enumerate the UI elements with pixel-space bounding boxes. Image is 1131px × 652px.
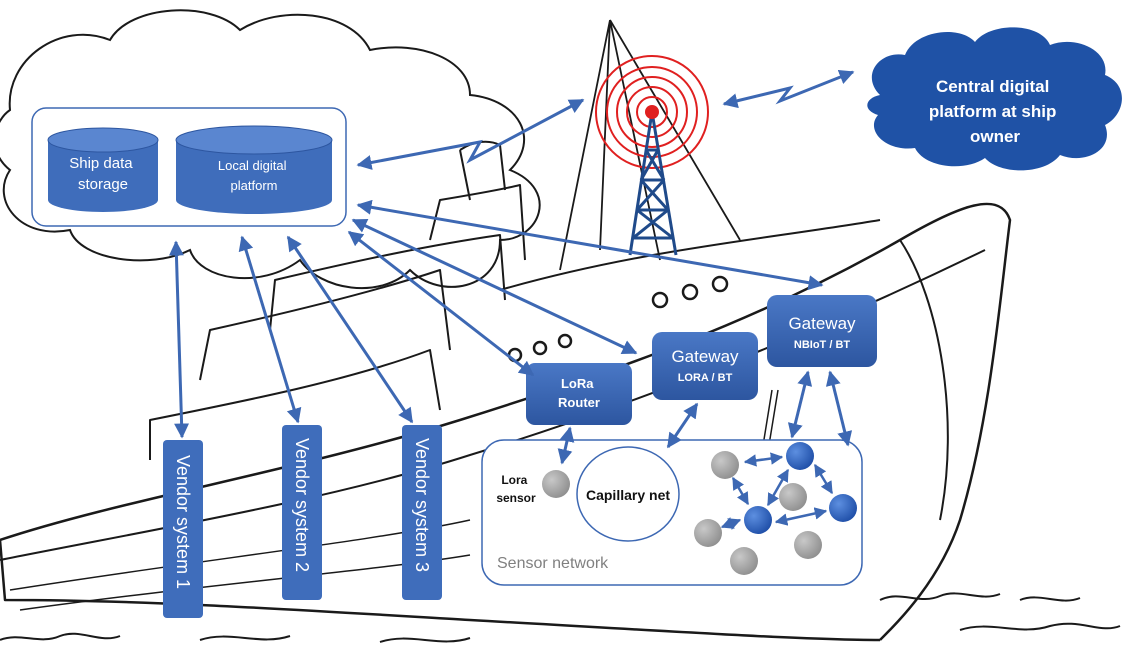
arrow-gateway-nbiot-storage [356, 199, 824, 291]
vendor-system-3: Vendor system 3 [402, 425, 442, 600]
mesh-node-blue [829, 494, 857, 522]
gateway-lora-title: Gateway [671, 347, 739, 366]
mesh-node-blue [786, 442, 814, 470]
arrow-router-storage [347, 230, 535, 377]
ship-data-storage-cylinder: Ship data storage [47, 127, 159, 212]
onboard-storage-box: Ship data storage Local digital platform [31, 107, 347, 227]
lora-router-label: LoRa Router [558, 376, 600, 410]
arrow-router-sensor [557, 426, 575, 465]
central-platform-cloud: Central digital platform at ship owner [867, 27, 1122, 171]
mesh-node-grey [794, 531, 822, 559]
capillary-net-ellipse [576, 446, 680, 542]
water-sketch [0, 592, 1121, 643]
gateway-lora: Gateway LORA / BT [652, 332, 758, 400]
vendor-system-2-label: Vendor system 2 [292, 438, 312, 572]
local-digital-platform-cylinder: Local digital platform [175, 125, 333, 214]
arrow-antenna-central [722, 70, 855, 109]
ship-storage-line-1: Ship data [69, 155, 133, 172]
local-platform-line-1: Local digital [218, 158, 287, 173]
lora-router: LoRa Router [526, 363, 632, 425]
lora-sensor-label: Lora sensor [496, 473, 536, 505]
mesh-node-grey [779, 483, 807, 511]
central-platform-text: Central digital platform at ship owner [929, 77, 1061, 146]
arrow-gateway-lora-storage [351, 218, 638, 355]
central-line-1: Central digital [936, 77, 1049, 96]
mesh-node-grey [694, 519, 722, 547]
capillary-net-label: Capillary net [586, 487, 670, 503]
local-digital-platform-label: Local digital platform [218, 158, 290, 193]
mesh-node-grey [730, 547, 758, 575]
gateway-nbiot-subtitle: NBIoT / BT [794, 339, 850, 351]
vendor-system-1-label: Vendor system 1 [173, 455, 193, 589]
gateway-lora-subtitle: LORA / BT [678, 372, 733, 384]
vendor-system-2: Vendor system 2 [282, 425, 322, 600]
arrow-gateway-lora-capillary [666, 402, 699, 449]
lora-sensor-line-1: Lora [501, 473, 527, 487]
arrow-vendor1-storage [168, 240, 190, 439]
lora-sensor-line-2: sensor [496, 491, 536, 505]
vendor-system-3-label: Vendor system 3 [412, 438, 432, 572]
vendor-system-1: Vendor system 1 [163, 440, 203, 618]
antenna-tip-icon [645, 105, 659, 119]
mesh-node-blue [744, 506, 772, 534]
mesh-links [720, 452, 834, 530]
gateway-nbiot: Gateway NBIoT / BT [767, 295, 877, 367]
lora-router-line-1: LoRa [561, 376, 594, 391]
arrow-storage-antenna [356, 98, 585, 170]
connection-arrows [168, 70, 855, 465]
lora-router-line-2: Router [558, 395, 600, 410]
gateway-nbiot-title: Gateway [788, 314, 856, 333]
arrow-gateway-nbiot-mesh-1 [787, 370, 813, 439]
mesh-node-grey [711, 451, 739, 479]
central-line-3: owner [970, 127, 1020, 146]
local-platform-line-2: platform [231, 178, 278, 193]
arrow-gateway-nbiot-mesh-2 [825, 370, 853, 447]
sensor-network-box: Sensor network Lora sensor Capillary net [481, 439, 863, 586]
ship-storage-line-2: storage [78, 176, 128, 193]
central-line-2: platform at ship [929, 102, 1057, 121]
ship-data-storage-label: Ship data storage [69, 155, 137, 193]
sensor-network-label: Sensor network [497, 555, 609, 572]
lora-sensor-node [542, 470, 570, 498]
